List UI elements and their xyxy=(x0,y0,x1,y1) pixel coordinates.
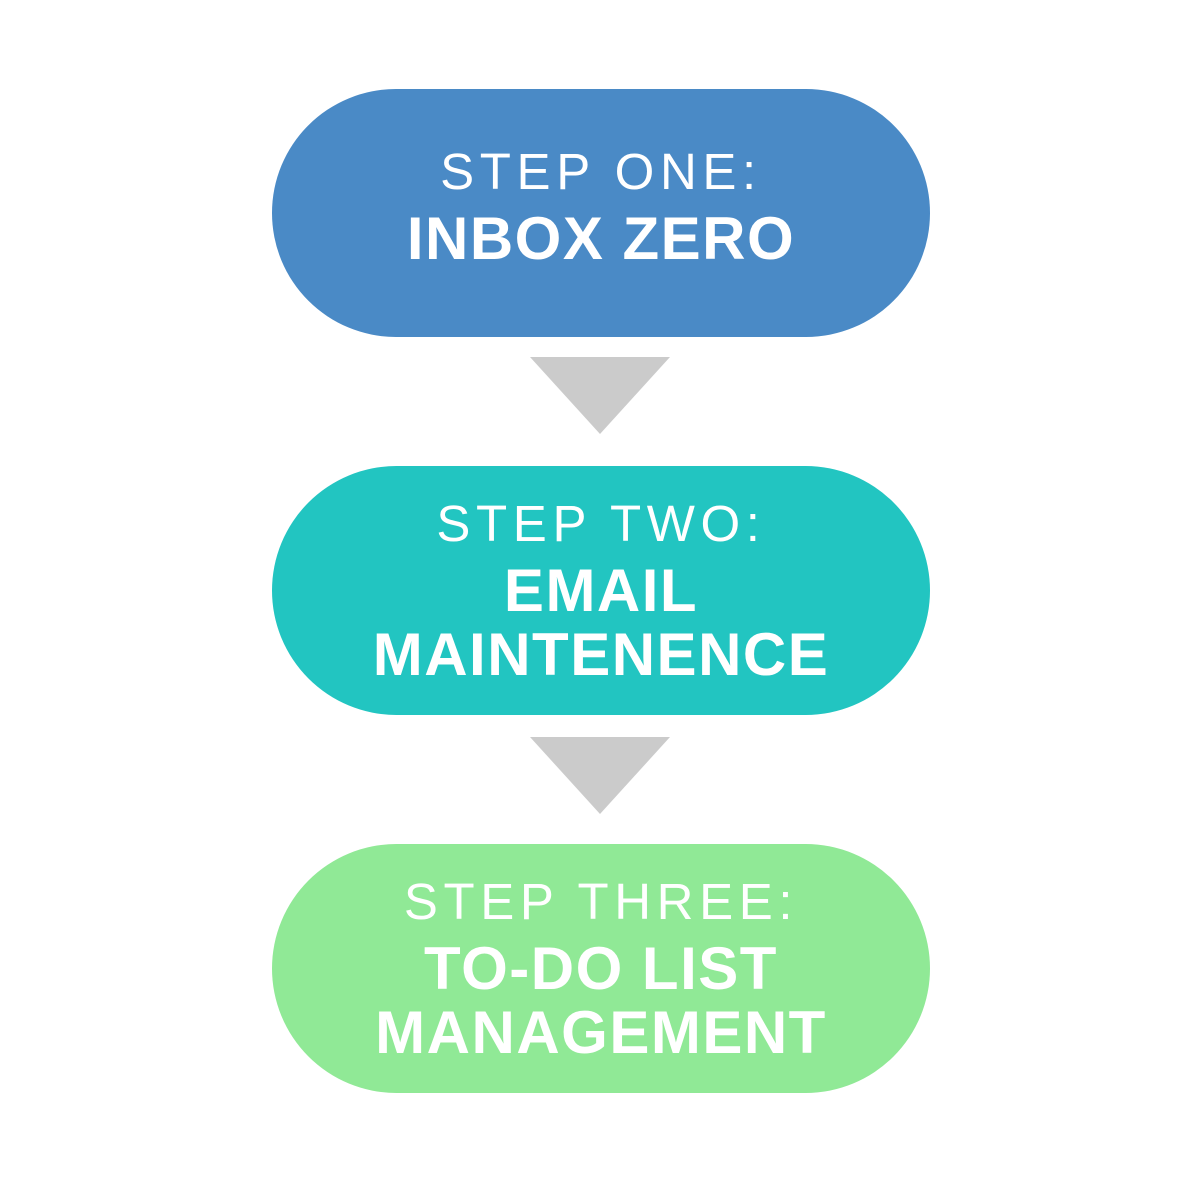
step-box-todo-list-management: STEP THREE: TO-DO LIST MANAGEMENT xyxy=(272,844,930,1093)
step-two-title-line-1: EMAIL xyxy=(503,557,699,624)
step-three-title-line-2: MANAGEMENT xyxy=(375,999,827,1066)
step-box-email-maintenence: STEP TWO: EMAIL MAINTENENCE xyxy=(272,466,930,715)
step-three-label: STEP THREE: xyxy=(403,873,799,930)
step-three-title-line-1: TO-DO LIST xyxy=(424,935,778,1002)
step-box-inbox-zero: STEP ONE: INBOX ZERO xyxy=(272,89,930,337)
step-two-title-line-2: MAINTENENCE xyxy=(372,621,830,688)
step-one-title: INBOX ZERO xyxy=(406,204,796,272)
down-arrow-icon xyxy=(530,737,670,814)
step-two-label: STEP TWO: xyxy=(436,495,766,552)
down-arrow-icon xyxy=(530,357,670,434)
step-one-label: STEP ONE: xyxy=(440,142,762,200)
